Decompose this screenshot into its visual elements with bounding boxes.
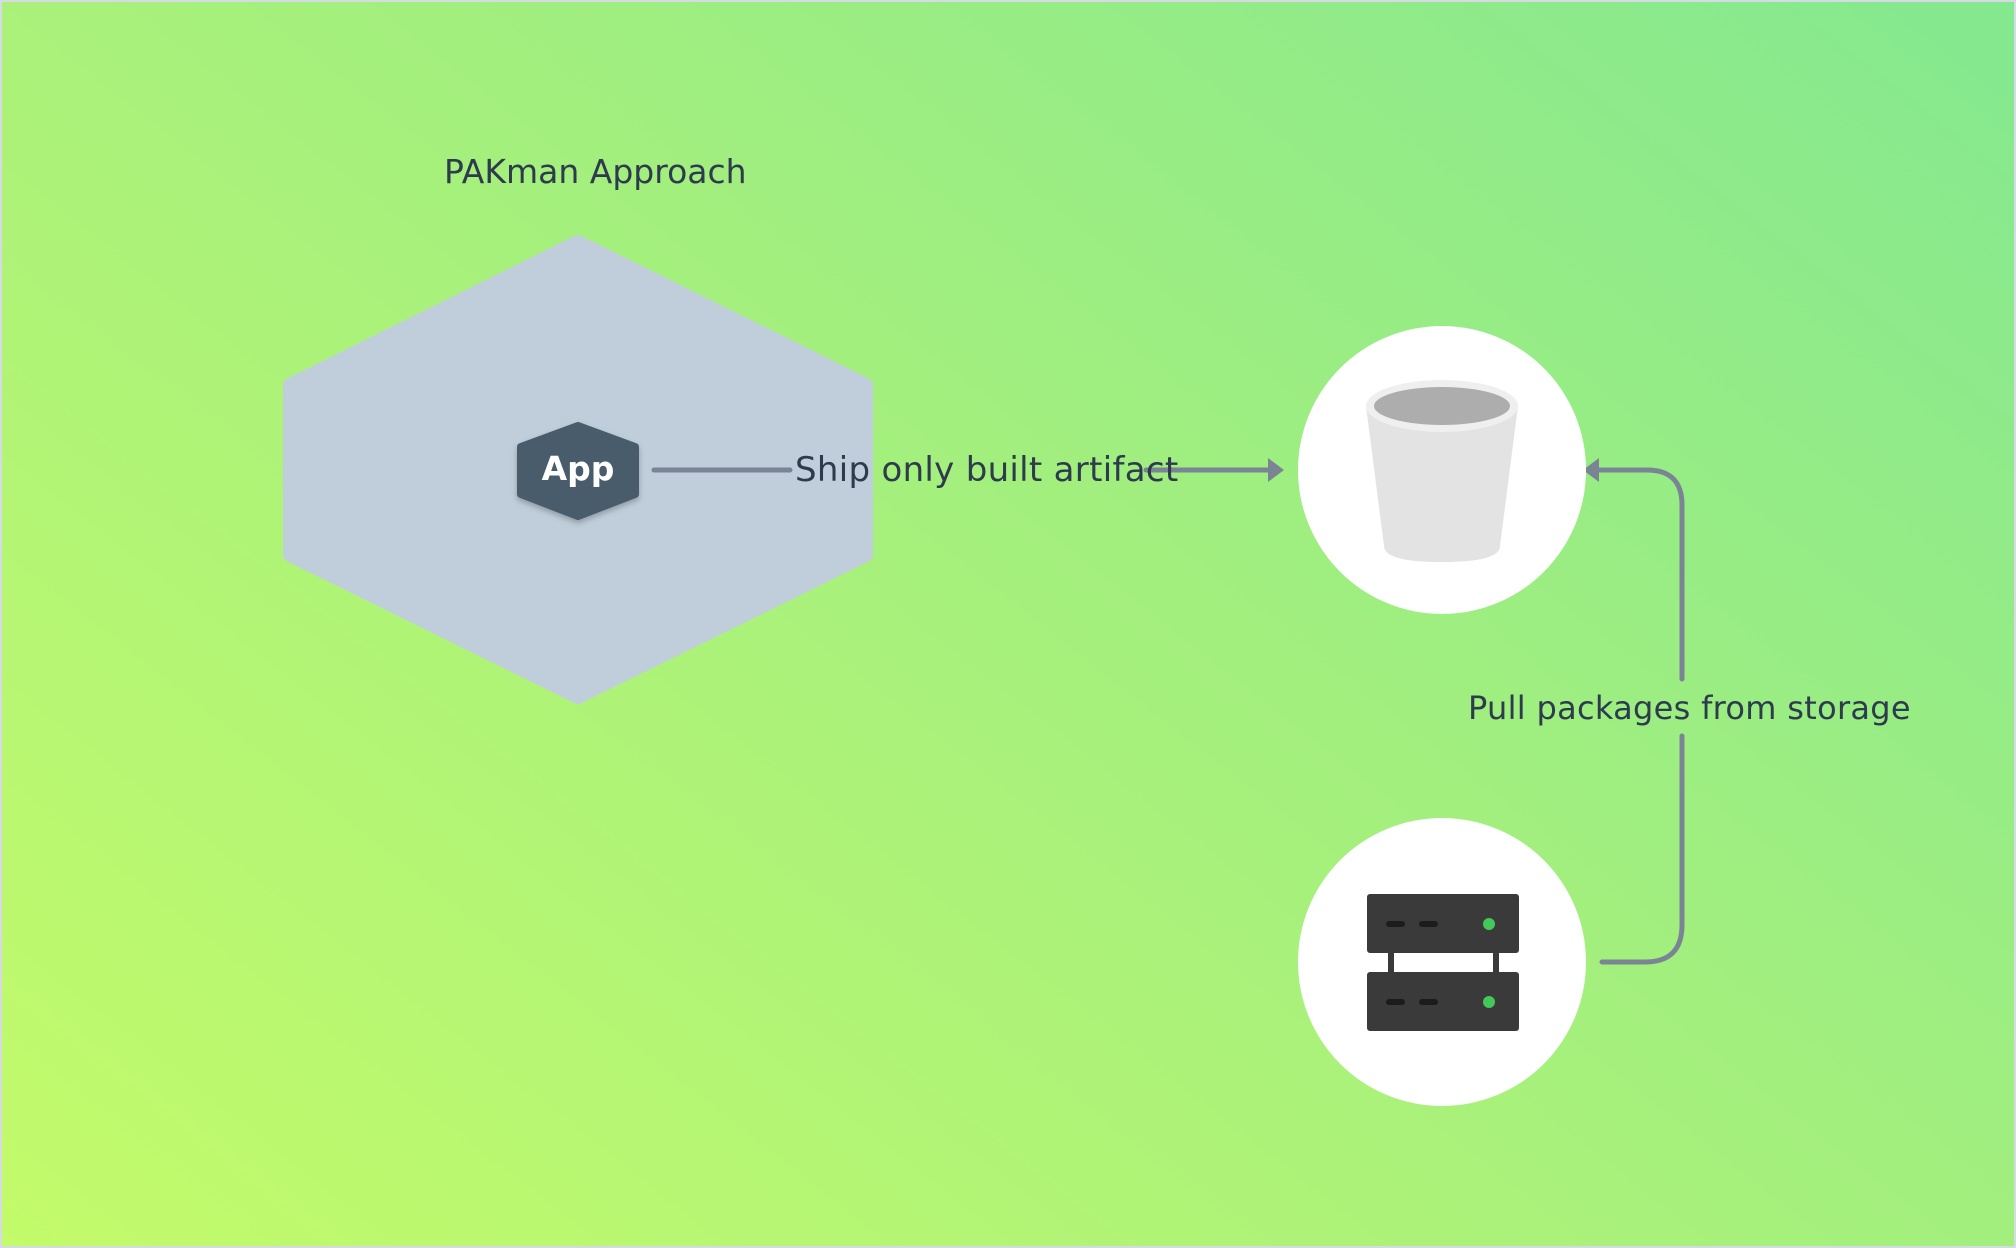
server-circle [1298,818,1586,1106]
server-node[interactable] [1298,818,1586,1106]
ship-arrowhead [1268,458,1284,482]
diagram-title: PAKman Approach [444,152,747,191]
server-rack-icon [1367,894,1519,1031]
storage-node[interactable] [1298,326,1586,614]
ship-edge-label: Ship only built artifact [795,450,1179,490]
pull-edge [1583,458,1685,965]
app-hexagon [517,422,639,520]
pull-arrowhead [1583,458,1599,482]
ship-edge [651,458,1284,482]
pull-edge-label: Pull packages from storage [1468,689,1911,727]
app-node[interactable] [517,422,639,520]
bucket-icon [1366,380,1518,562]
app-label: App [541,449,615,488]
